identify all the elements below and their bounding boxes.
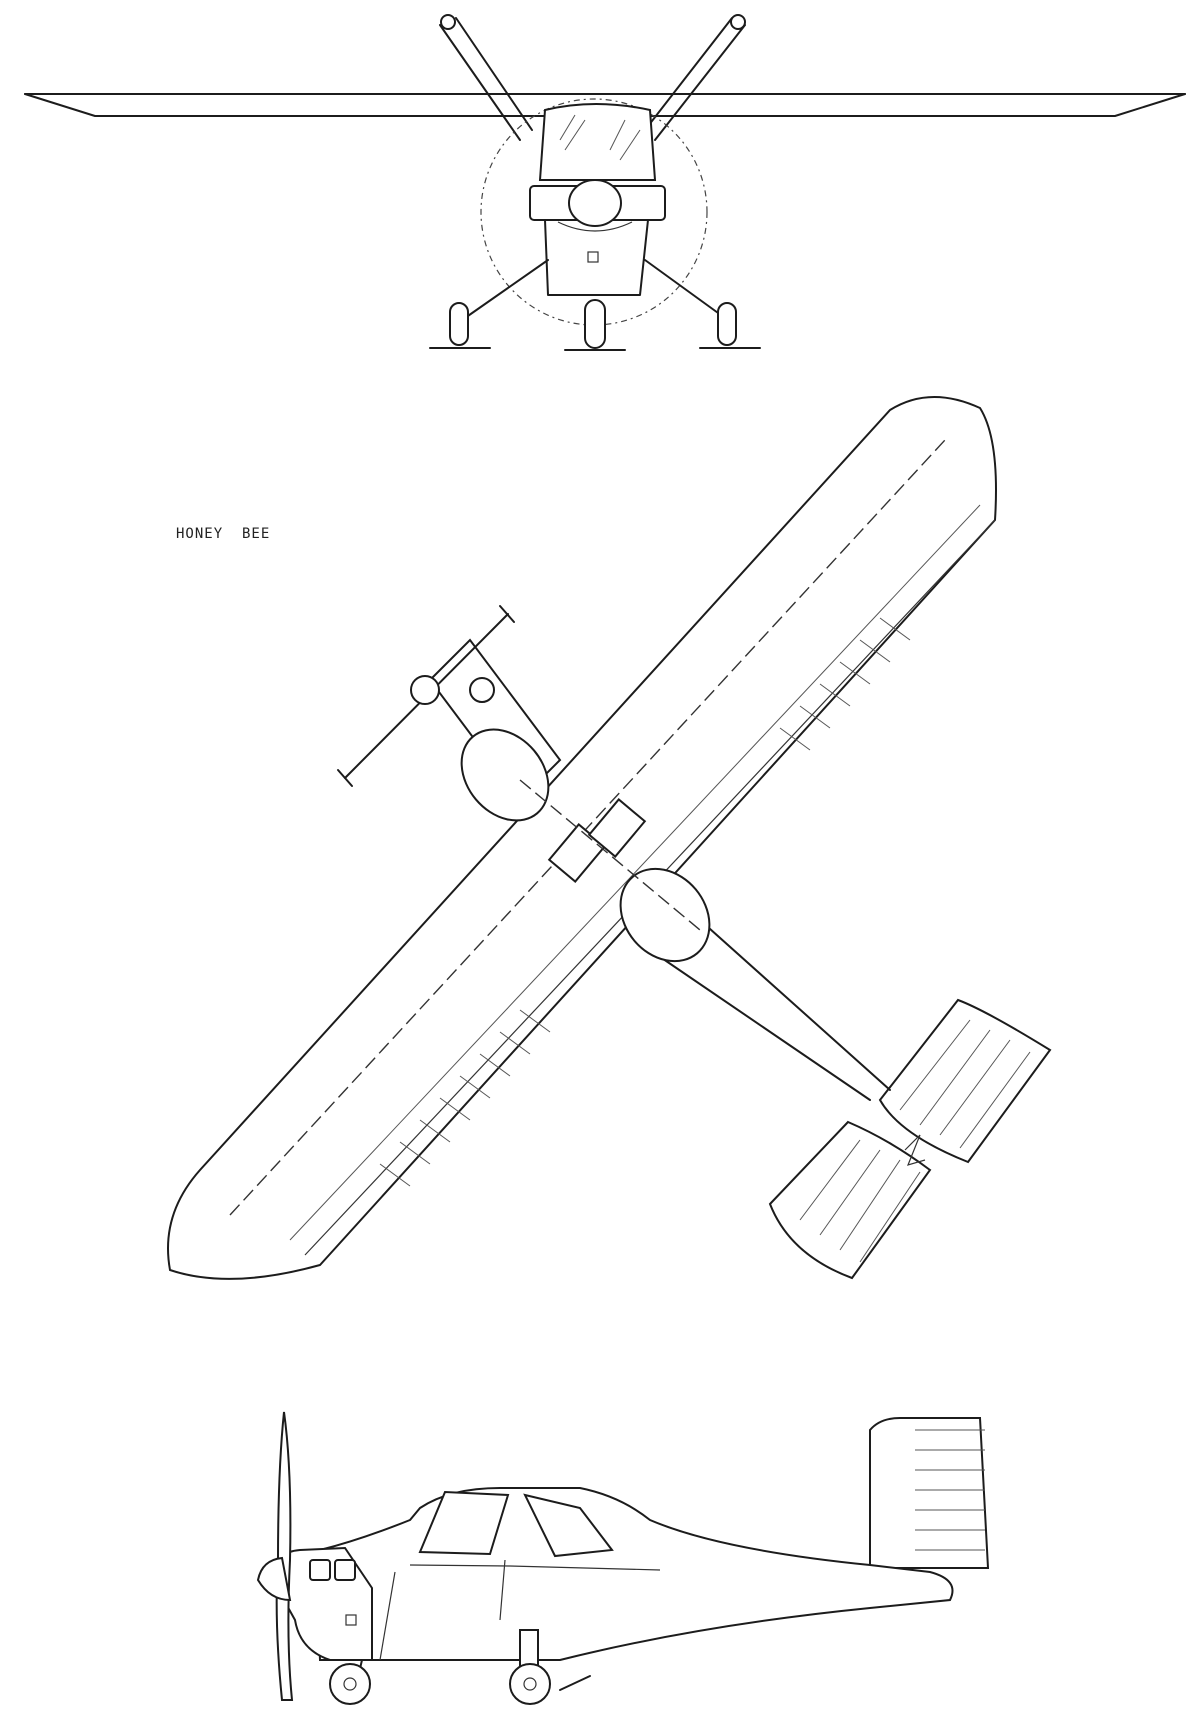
- front-view-upper-struts: [439, 14, 746, 141]
- aircraft-name-label: HONEY BEE: [176, 526, 271, 542]
- side-view-vertical-tail: [869, 1417, 990, 1569]
- side-view-propeller: [256, 1411, 294, 1701]
- plan-view-horizontal-tail: [768, 998, 1052, 1280]
- plan-view-fuselage: [428, 638, 711, 963]
- side-view: [256, 1411, 990, 1705]
- plan-view: [167, 396, 1052, 1280]
- side-view-landing-gear: [329, 1629, 591, 1705]
- plan-view-tail-boom: [649, 919, 891, 1101]
- side-view-engine: [268, 1546, 373, 1661]
- plan-view-propeller: [337, 605, 515, 787]
- side-view-fuselage: [280, 1487, 954, 1662]
- front-view-fuselage: [529, 103, 666, 296]
- front-view-landing-gear: [429, 259, 761, 351]
- front-view: [24, 14, 1186, 351]
